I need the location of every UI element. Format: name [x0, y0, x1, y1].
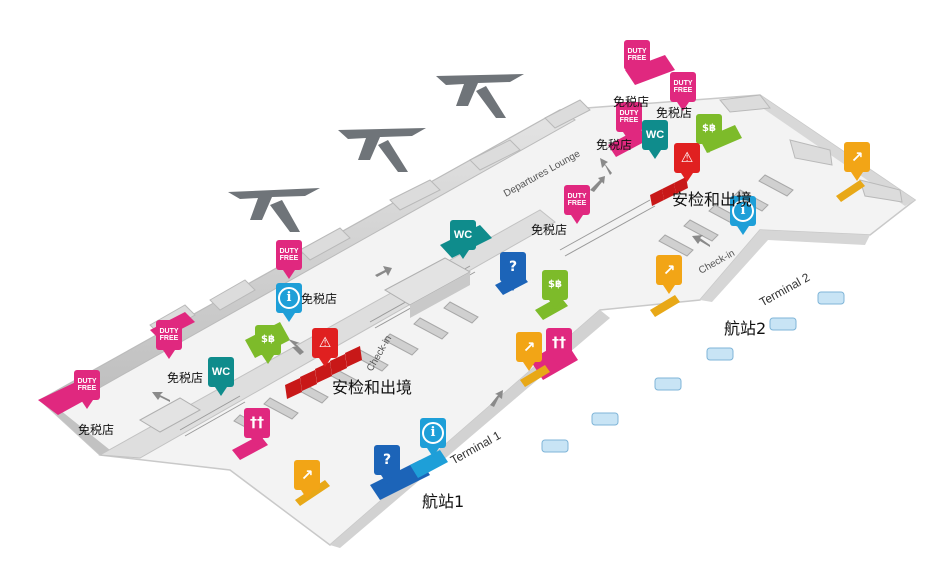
central-building: [138, 397, 202, 433]
restaurant-pin: ††: [244, 408, 270, 447]
restroom-pin: WC: [208, 357, 234, 396]
car-icon: [591, 412, 619, 426]
duty-free-icon: DUTY FREE: [159, 328, 179, 342]
restroom-icon: WC: [453, 228, 473, 241]
security-check-pin: ⚠: [674, 143, 700, 182]
car-icon: [654, 377, 682, 391]
information-pin: i: [420, 418, 446, 457]
lost-baggage-pin: ?: [374, 445, 400, 484]
escalator-pin: ↗: [294, 460, 320, 499]
information-icon: i: [420, 418, 446, 448]
escalator-icon: ↗: [850, 147, 864, 166]
car-icon: [769, 317, 797, 331]
duty-free-pin: DUTY FREE: [670, 72, 696, 111]
escalator-icon: ↗: [662, 260, 676, 279]
currency-exchange-icon: $฿: [548, 279, 562, 290]
restaurant-pin: ††: [546, 328, 572, 367]
duty-free-icon: DUTY FREE: [279, 248, 299, 262]
car-icon: [817, 291, 845, 305]
duty-free-pin: DUTY FREE: [624, 40, 650, 79]
escalator-pin: ↗: [516, 332, 542, 371]
flow-arrows: [152, 158, 710, 407]
duty-free-icon: DUTY FREE: [619, 110, 639, 124]
airplane-icon: [228, 188, 320, 232]
restaurant-icon: ††: [552, 335, 566, 351]
currency-exchange-pin: $฿: [542, 270, 568, 309]
duty-free-icon: DUTY FREE: [77, 378, 97, 392]
currency-exchange-pin: $฿: [255, 325, 281, 364]
duty-free-pin: DUTY FREE: [74, 370, 100, 409]
restroom-pin: WC: [642, 120, 668, 159]
lost-baggage-icon: ?: [382, 452, 392, 468]
currency-exchange-icon: $฿: [261, 334, 275, 345]
duty-free-icon: DUTY FREE: [627, 48, 647, 62]
escalator-icon: ↗: [300, 465, 314, 484]
duty-free-pin: DUTY FREE: [564, 185, 590, 224]
escalator-pin: ↗: [656, 255, 682, 294]
security-check-icon: ⚠: [318, 335, 332, 351]
central-building: [410, 272, 470, 318]
restroom-icon: WC: [645, 128, 665, 141]
terminal-wall: [758, 95, 915, 206]
duty-free-icon: DUTY FREE: [567, 193, 587, 207]
escalator-pin: ↗: [844, 142, 870, 181]
escalator-icon: ↗: [522, 337, 536, 356]
restroom-pin: WC: [450, 220, 476, 259]
airplane-icon: [338, 128, 426, 172]
lost-baggage-icon: ?: [508, 259, 518, 275]
information-pin: i: [276, 283, 302, 322]
terminal-wall: [700, 230, 870, 302]
lost-baggage-pin: ?: [500, 252, 526, 291]
duty-free-pin: DUTY FREE: [276, 240, 302, 279]
information-icon: i: [730, 196, 756, 226]
car-icon: [706, 347, 734, 361]
information-pin: i: [730, 196, 756, 235]
currency-exchange-icon: $฿: [702, 123, 716, 134]
airplane-icon: [436, 74, 524, 118]
duty-free-icon: DUTY FREE: [673, 80, 693, 94]
restaurant-icon: ††: [250, 415, 264, 431]
vehicles: [541, 291, 845, 453]
security-check-pin: ⚠: [312, 328, 338, 367]
security-check-icon: ⚠: [680, 150, 694, 166]
currency-exchange-pin: $฿: [696, 114, 722, 153]
airplane-icons: [228, 74, 524, 232]
duty-free-pin: DUTY FREE: [156, 320, 182, 359]
duty-free-pin: DUTY FREE: [616, 102, 642, 141]
car-icon: [541, 439, 569, 453]
information-icon: i: [276, 283, 302, 313]
restroom-icon: WC: [211, 365, 231, 378]
